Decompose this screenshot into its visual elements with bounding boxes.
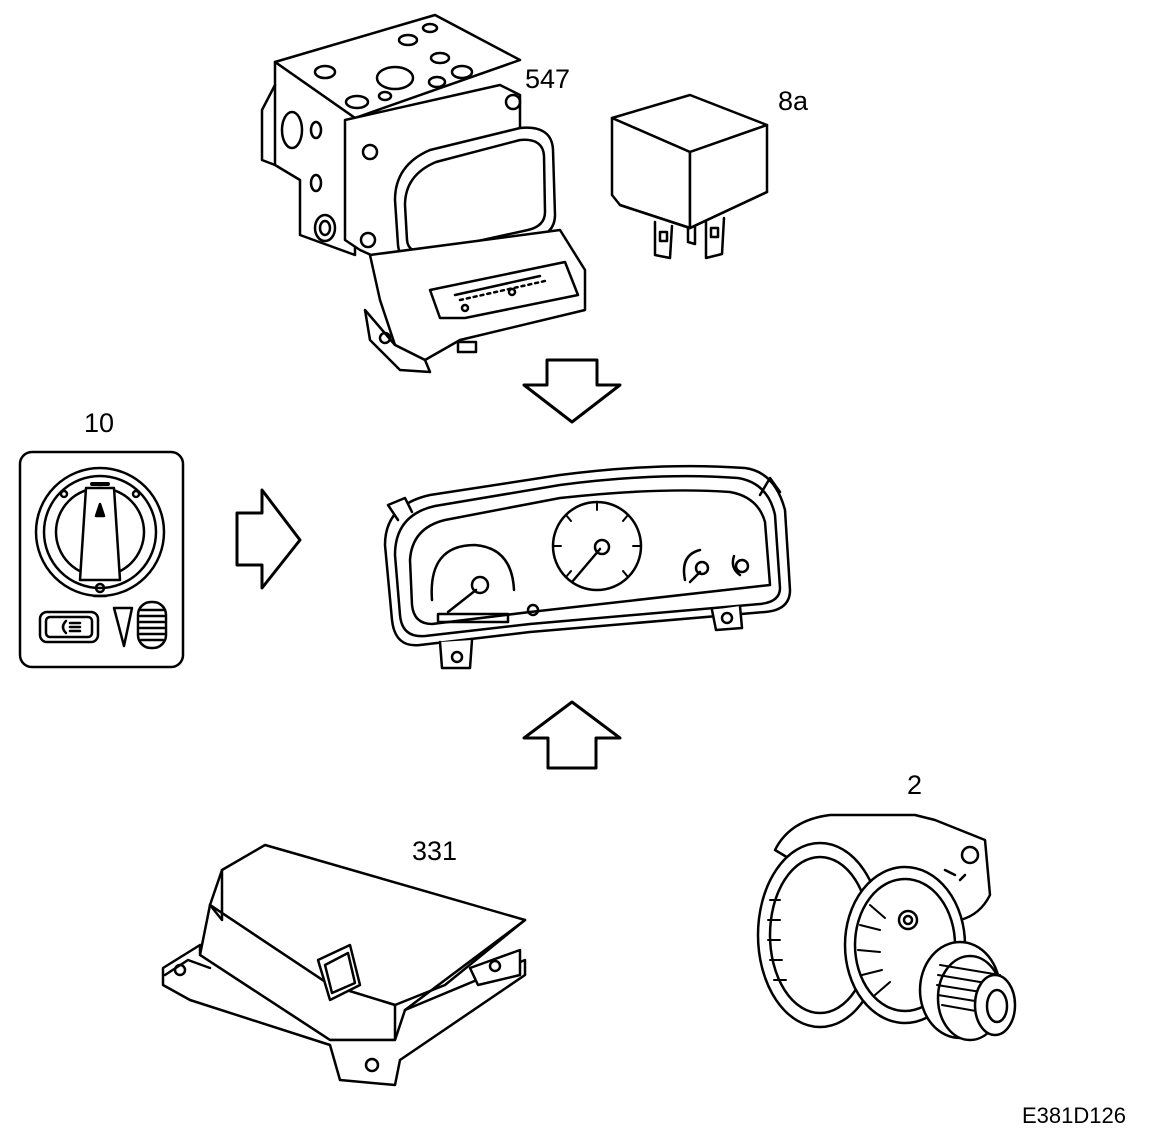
label-airbag-module: 331 [412,836,458,866]
relay-illustration [612,95,767,258]
arrow-up [524,702,620,768]
arrow-right [237,490,300,588]
label-alternator: 2 [907,770,923,800]
alternator-illustration [758,815,1015,1040]
abs-unit-illustration [262,15,585,372]
label-abs-unit: 547 [525,64,571,94]
label-relay: 8a [778,86,809,116]
arrow-down [524,360,620,422]
instrument-cluster-illustration [385,466,790,668]
light-switch-illustration [20,452,183,667]
airbag-module-illustration [163,845,525,1085]
figure-code: E381D126 [1022,1103,1126,1128]
label-light-switch: 10 [84,408,115,438]
